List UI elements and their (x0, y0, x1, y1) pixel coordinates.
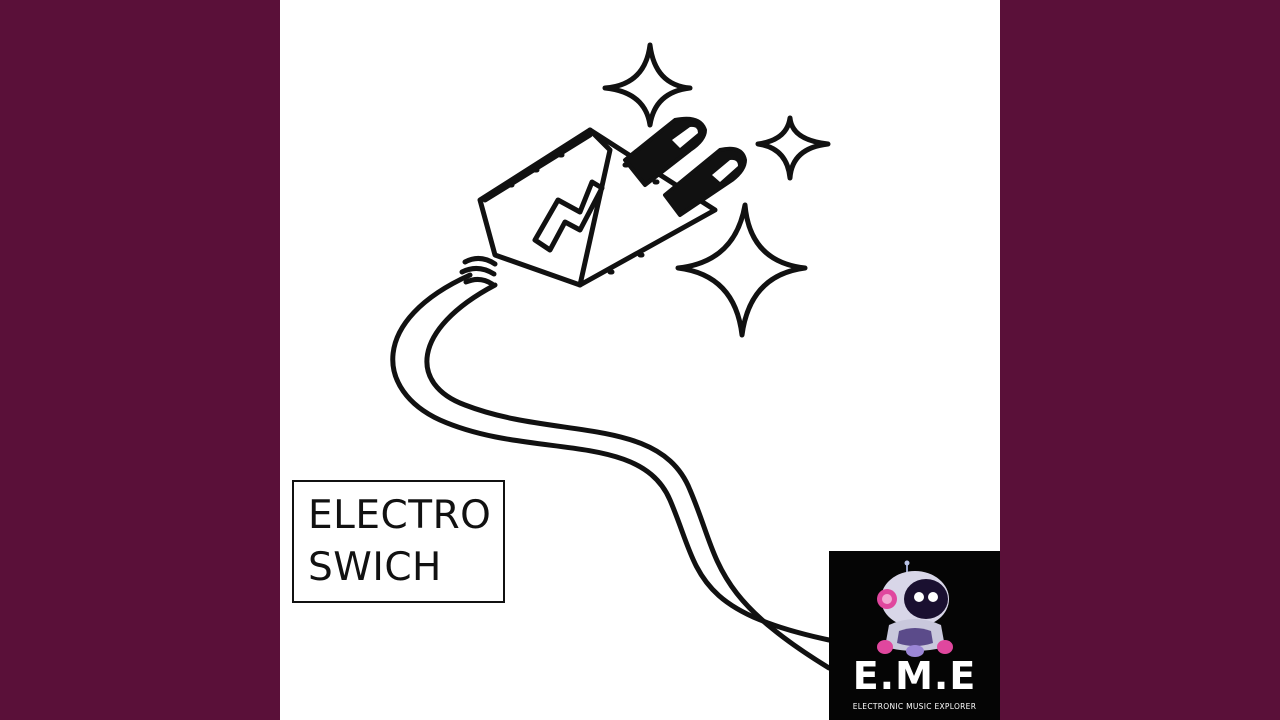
eme-logo: E.M.E ELECTRONIC MUSIC EXPLORER (829, 551, 1000, 720)
album-title-box: ELECTRO SWICH (292, 480, 505, 603)
logo-letters: E.M.E (852, 654, 977, 698)
right-border-panel (1000, 0, 1280, 720)
robot-mascot-icon (877, 560, 953, 657)
album-title-line-2: SWICH (308, 545, 442, 590)
album-cover: ELECTRO SWICH E.M.E ELECTRONIC MUSIC EXP… (280, 0, 1000, 720)
album-title-line-1: ELECTRO (308, 493, 492, 538)
left-border-panel (0, 0, 280, 720)
logo-subtitle: ELECTRONIC MUSIC EXPLORER (852, 702, 977, 711)
electric-plug-icon (390, 42, 832, 671)
